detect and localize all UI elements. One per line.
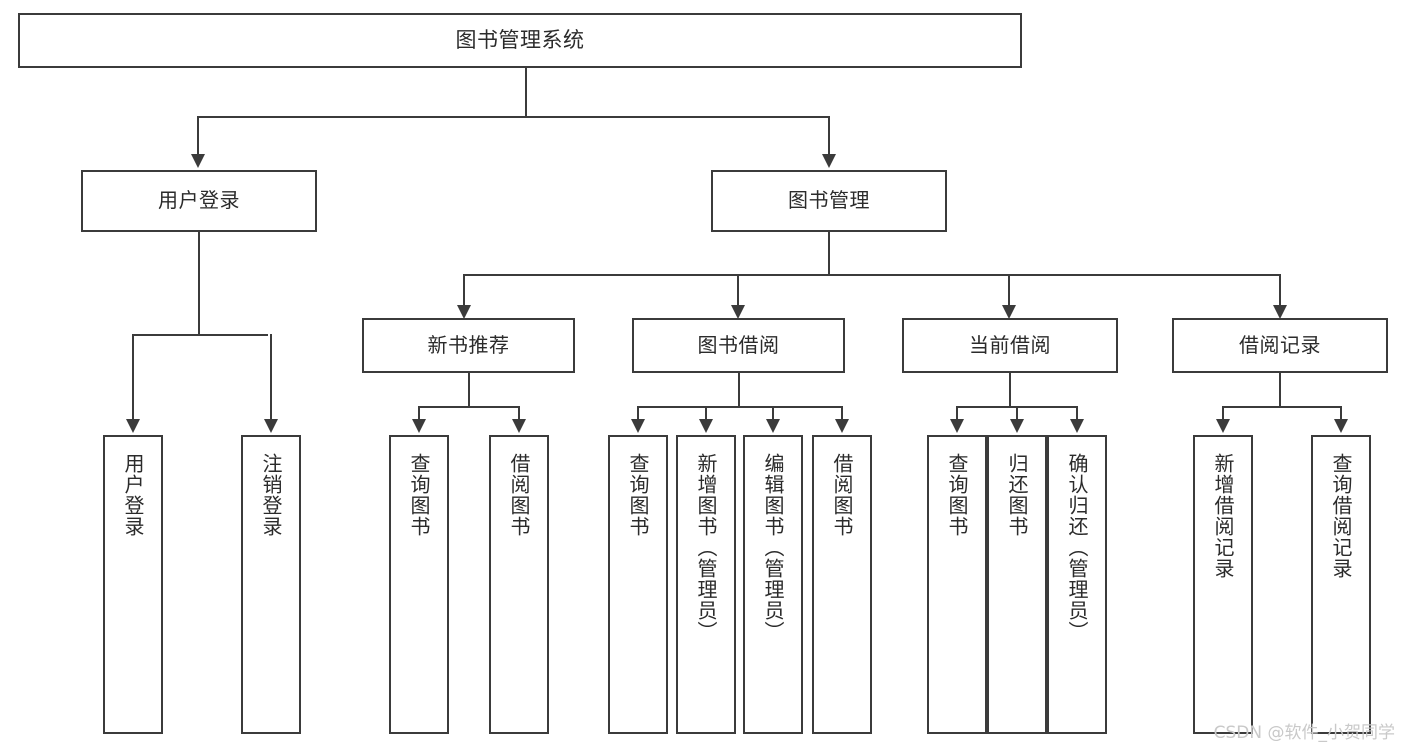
connector-new-book-recommend-bus: [418, 406, 520, 408]
node-label: 查询图书: [407, 453, 431, 537]
connector-to-leaf-user-logout: [270, 334, 272, 421]
connector-book-borrow-stem: [738, 373, 740, 407]
node-new-book-recommend[interactable]: 新书推荐: [362, 318, 575, 373]
arrowhead-leaf-add-book: [699, 419, 713, 433]
node-label: 新增图书（管理员）: [694, 453, 718, 642]
leaf-borrow-book-2[interactable]: 借阅图书: [812, 435, 872, 734]
node-label: 图书管理: [788, 188, 870, 213]
node-current-borrow[interactable]: 当前借阅: [902, 318, 1118, 373]
connector-level1-bus: [197, 116, 830, 118]
node-borrow-record[interactable]: 借阅记录: [1172, 318, 1388, 373]
node-label: 借阅记录: [1239, 332, 1321, 357]
node-label: 用户登录: [121, 453, 145, 537]
connector-to-leaf-user-login: [132, 334, 134, 421]
leaf-user-logout[interactable]: 注销登录: [241, 435, 301, 734]
connector-book-borrow-bus: [637, 406, 843, 408]
connector-to-leaf-query-book-3: [956, 406, 958, 421]
node-label: 查询图书: [626, 453, 650, 537]
connector-to-leaf-return-book: [1016, 406, 1018, 421]
node-label: 新书推荐: [427, 332, 510, 357]
connector-book-management-stem: [828, 232, 830, 274]
leaf-edit-book[interactable]: 编辑图书（管理员）: [743, 435, 803, 734]
arrowhead-leaf-user-logout: [264, 419, 278, 433]
arrowhead-current-borrow: [1002, 305, 1016, 319]
connector-to-current-borrow: [1008, 274, 1010, 307]
connector-new-book-recommend-stem: [468, 373, 470, 407]
leaf-add-record[interactable]: 新增借阅记录: [1193, 435, 1253, 734]
arrowhead-leaf-add-record: [1216, 419, 1230, 433]
connector-to-borrow-record: [1279, 274, 1281, 307]
node-label: 当前借阅: [969, 332, 1051, 357]
connector-current-borrow-stem: [1009, 373, 1011, 407]
connector-to-leaf-confirm-return: [1076, 406, 1078, 421]
node-label: 借阅图书: [830, 453, 854, 537]
node-label: 用户登录: [158, 188, 240, 213]
connector-to-book-borrow: [737, 274, 739, 307]
arrowhead-leaf-borrow-book-1: [512, 419, 526, 433]
arrowhead-leaf-return-book: [1010, 419, 1024, 433]
leaf-user-login[interactable]: 用户登录: [103, 435, 163, 734]
leaf-add-book[interactable]: 新增图书（管理员）: [676, 435, 736, 734]
connector-to-leaf-query-record: [1340, 406, 1342, 421]
leaf-query-book-3[interactable]: 查询图书: [927, 435, 987, 734]
leaf-query-book-1[interactable]: 查询图书: [389, 435, 449, 734]
node-label: 注销登录: [259, 453, 283, 537]
leaf-query-record[interactable]: 查询借阅记录: [1311, 435, 1371, 734]
node-label: 图书管理系统: [455, 28, 585, 53]
arrowhead-new-book-recommend: [457, 305, 471, 319]
node-label: 新增借阅记录: [1211, 453, 1235, 579]
connector-to-leaf-borrow-book-1: [518, 406, 520, 421]
leaf-return-book[interactable]: 归还图书: [987, 435, 1047, 734]
node-label: 查询图书: [945, 453, 969, 537]
node-label: 确认归还（管理员）: [1065, 453, 1089, 642]
node-user-login[interactable]: 用户登录: [81, 170, 317, 232]
arrowhead-leaf-confirm-return: [1070, 419, 1084, 433]
arrowhead-leaf-borrow-book-2: [835, 419, 849, 433]
connector-user-login-bus: [132, 334, 268, 336]
arrowhead-borrow-record: [1273, 305, 1287, 319]
arrowhead-leaf-edit-book: [766, 419, 780, 433]
node-label: 借阅图书: [507, 453, 531, 537]
node-label: 归还图书: [1005, 453, 1029, 537]
node-label: 编辑图书（管理员）: [761, 453, 785, 642]
connector-to-new-book-recommend: [463, 274, 465, 307]
connector-to-leaf-add-book: [705, 406, 707, 421]
arrowhead-leaf-query-record: [1334, 419, 1348, 433]
connector-to-user-login: [197, 116, 199, 156]
node-label: 图书借阅: [697, 332, 780, 357]
leaf-confirm-return[interactable]: 确认归还（管理员）: [1047, 435, 1107, 734]
connector-borrow-record-stem: [1279, 373, 1281, 407]
arrowhead-user-login: [191, 154, 205, 168]
connector-root-stem: [525, 68, 527, 116]
connector-to-leaf-query-book-2: [637, 406, 639, 421]
leaf-borrow-book-1[interactable]: 借阅图书: [489, 435, 549, 734]
connector-user-login-stem: [198, 232, 200, 334]
arrowhead-book-management: [822, 154, 836, 168]
connector-to-leaf-borrow-book-2: [841, 406, 843, 421]
node-root-system[interactable]: 图书管理系统: [18, 13, 1022, 68]
node-label: 查询借阅记录: [1329, 453, 1353, 579]
arrowhead-leaf-user-login: [126, 419, 140, 433]
connector-to-leaf-query-book-1: [418, 406, 420, 421]
arrowhead-leaf-query-book-1: [412, 419, 426, 433]
arrowhead-book-borrow: [731, 305, 745, 319]
leaf-query-book-2[interactable]: 查询图书: [608, 435, 668, 734]
connector-level2-bus: [463, 274, 1281, 276]
arrowhead-leaf-query-book-3: [950, 419, 964, 433]
arrowhead-leaf-query-book-2: [631, 419, 645, 433]
node-book-borrow[interactable]: 图书借阅: [632, 318, 845, 373]
connector-to-book-management: [828, 116, 830, 156]
connector-to-leaf-edit-book: [772, 406, 774, 421]
node-book-management[interactable]: 图书管理: [711, 170, 947, 232]
connector-borrow-record-bus: [1222, 406, 1342, 408]
connector-to-leaf-add-record: [1222, 406, 1224, 421]
